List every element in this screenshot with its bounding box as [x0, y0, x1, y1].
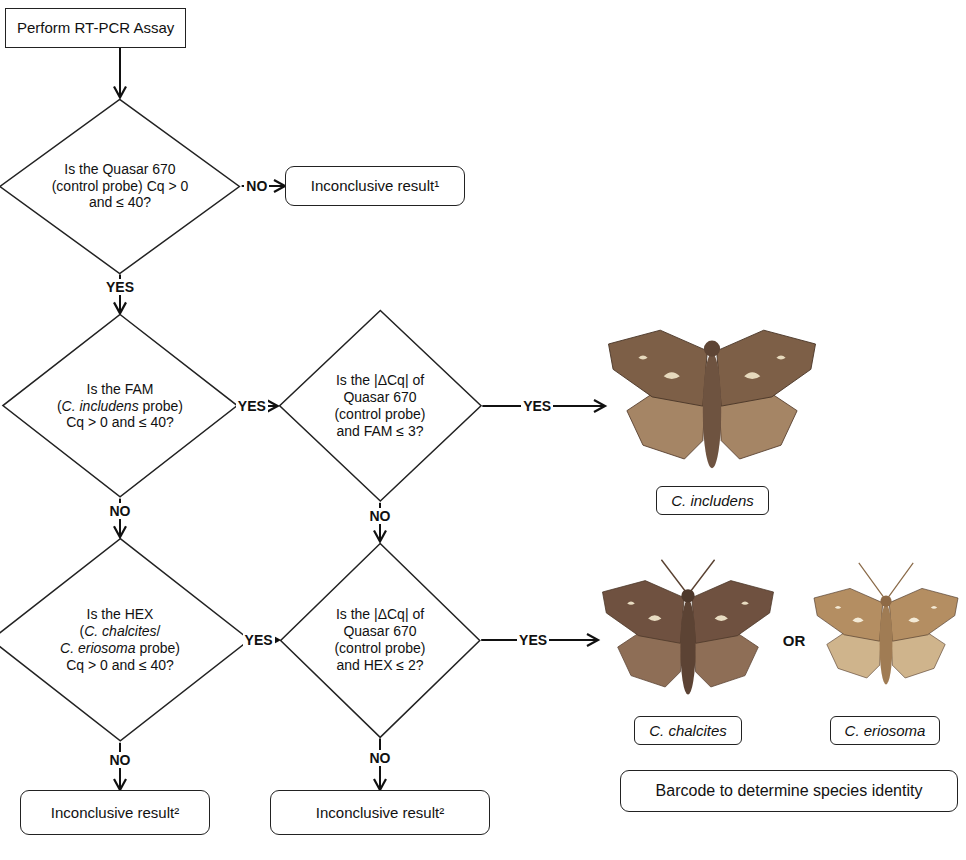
edge-label: YES: [521, 398, 553, 414]
edge-label: NO: [367, 750, 392, 766]
or-label: OR: [783, 632, 806, 649]
species-result: C. eriosoma: [808, 570, 962, 745]
moth-picture: [609, 330, 816, 468]
connector-line: [119, 48, 121, 98]
diamond-shape: [0, 539, 249, 741]
node-text: Is the Quasar 670 (control probe) Cq > 0…: [50, 161, 190, 211]
edge-label: YES: [517, 632, 549, 648]
decision-diamond: Is the |ΔCq| of Quasar 670 (control prob…: [278, 309, 483, 503]
arrow-head: [374, 779, 386, 790]
node-text: Is the |ΔCq| of Quasar 670 (control prob…: [327, 606, 432, 673]
node-text: Is the FAM (C. includens probe) Cq > 0 a…: [50, 381, 190, 431]
species-result: C. includens: [605, 300, 820, 515]
moth-picture: [603, 560, 774, 695]
diamond-shape: [279, 311, 480, 502]
node-text: Inconclusive result¹: [311, 176, 439, 196]
moth-picture: [814, 563, 958, 685]
edge-label: NO: [107, 503, 132, 519]
process-box: Perform RT-PCR Assay: [5, 8, 186, 48]
edge-label: YES: [104, 279, 136, 295]
node-text: Inconclusive result²: [316, 803, 444, 823]
node-text: Is the |ΔCq| of Quasar 670 (control prob…: [327, 372, 432, 439]
node-text: Inconclusive result²: [51, 803, 179, 823]
diamond-shape: [3, 315, 237, 497]
species-result: C. chalcites: [598, 570, 778, 745]
decision-diamond: Is the |ΔCq| of Quasar 670 (control prob…: [279, 542, 481, 739]
node-text: Is the HEX (C. chalcites/ C. eriosoma pr…: [50, 606, 190, 673]
arrow-head: [594, 400, 605, 412]
edge-label: NO: [367, 508, 392, 524]
edge-label: YES: [236, 398, 268, 414]
arrow-head: [114, 526, 126, 537]
result-box: Barcode to determine species identity: [620, 770, 958, 812]
result-box: Inconclusive result¹: [285, 166, 465, 206]
species-label: C. chalcites: [634, 716, 742, 746]
arrow-head: [114, 302, 126, 313]
decision-diamond: Is the HEX (C. chalcites/ C. eriosoma pr…: [0, 537, 251, 743]
edge-label: YES: [243, 632, 275, 648]
arrow-head: [114, 87, 126, 98]
result-box: Inconclusive result²: [270, 790, 490, 835]
diamond-shape: [280, 543, 479, 737]
result-box: Inconclusive result²: [20, 790, 210, 835]
species-label: C. eriosoma: [830, 716, 941, 746]
arrow-head: [587, 634, 598, 646]
connector: [114, 48, 126, 98]
arrow-head: [374, 531, 386, 542]
arrow-head: [114, 779, 126, 790]
edge-label: NO: [244, 178, 269, 194]
node-text: Perform RT-PCR Assay: [17, 18, 174, 38]
species-label: C. includens: [656, 486, 769, 516]
edge-label: NO: [108, 752, 133, 768]
decision-diamond: Is the FAM (C. includens probe) Cq > 0 a…: [1, 313, 239, 498]
arrow-head: [267, 400, 278, 412]
diamond-shape: [0, 99, 239, 273]
node-text: Barcode to determine species identity: [656, 781, 923, 802]
decision-diamond: Is the Quasar 670 (control probe) Cq > 0…: [0, 98, 242, 275]
arrow-head: [274, 180, 285, 192]
